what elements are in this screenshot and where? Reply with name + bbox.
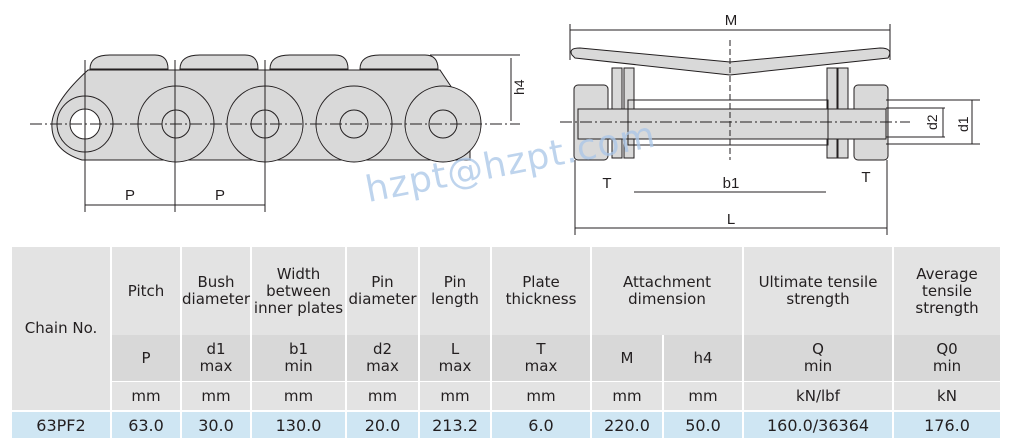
chain-no-header: Chain No. xyxy=(10,247,112,411)
pin-length-label: L xyxy=(727,211,735,228)
technical-drawing: P P h4 M b1 L T T d2 d1 xyxy=(30,12,980,235)
unit: kN/lbf xyxy=(742,381,894,411)
symbol-pitch: P xyxy=(110,335,182,382)
unit: mm xyxy=(590,381,664,411)
symbol: T xyxy=(536,340,546,358)
value-cell: 20.0 xyxy=(345,410,420,438)
symbol: P xyxy=(141,348,151,367)
side-view-dimensions xyxy=(30,54,520,212)
symbol: M xyxy=(620,348,634,367)
bush-diameter-label: d1 xyxy=(955,116,971,132)
col-name-pitch: Pitch xyxy=(110,247,182,335)
qualifier: max xyxy=(524,357,558,375)
value-cell: 6.0 xyxy=(490,410,592,438)
symbol-m: M xyxy=(590,335,664,382)
chain-drawing-svg: P P h4 M b1 L T T d2 d1 xyxy=(30,12,980,235)
value-cell: 30.0 xyxy=(180,410,252,438)
spec-table: Chain No. Pitch Bush diameter Width betw… xyxy=(10,247,1002,438)
value-cell: 50.0 xyxy=(662,410,744,438)
symbol: d1 xyxy=(206,340,226,358)
qualifier: min xyxy=(932,357,962,375)
end-view-dimensions xyxy=(560,24,980,235)
pitch-label-1: P xyxy=(125,187,135,204)
plate-thickness-label-left: T xyxy=(602,175,611,192)
pitch-label-2: P xyxy=(215,187,225,204)
unit: kN xyxy=(892,381,1002,411)
header-row-units: mm mm mm mm mm mm mm mm kN/lbf kN xyxy=(11,381,1002,411)
symbol: L xyxy=(450,340,460,358)
value-cell: 220.0 xyxy=(590,410,664,438)
col-name-width-inner: Width between inner plates xyxy=(250,247,347,335)
symbol: b1 xyxy=(288,340,309,358)
qualifier: min xyxy=(284,357,313,375)
col-name-ultimate-tensile: Ultimate tensile strength xyxy=(742,247,894,335)
unit: mm xyxy=(490,381,592,411)
value-cell: 160.0/36364 xyxy=(742,410,894,438)
table-row: 63PF2 63.0 30.0 130.0 20.0 213.2 6.0 220… xyxy=(10,410,1002,438)
unit: mm xyxy=(662,381,744,411)
unit: mm xyxy=(250,381,347,411)
symbol: Q0 xyxy=(936,340,958,358)
qualifier: max xyxy=(438,357,472,375)
value-cell: 176.0 xyxy=(892,410,1002,438)
col-name-bush-diameter: Bush diameter xyxy=(180,247,252,335)
col-name-pin-length: Pin length xyxy=(418,247,492,335)
symbol-h4: h4 xyxy=(662,335,744,382)
symbol: h4 xyxy=(693,348,713,367)
attachment-width-label: M xyxy=(725,12,738,29)
qualifier: max xyxy=(366,357,399,375)
symbol: d2 xyxy=(372,340,393,358)
value-cell: 63.0 xyxy=(110,410,182,438)
pin-diameter-label: d2 xyxy=(924,114,940,130)
unit: mm xyxy=(180,381,252,411)
height-label: h4 xyxy=(511,79,527,95)
symbol: Q xyxy=(812,340,824,358)
unit: mm xyxy=(110,381,182,411)
plate-thickness-label-right: T xyxy=(861,169,870,186)
col-name-pin-diameter: Pin diameter xyxy=(345,247,420,335)
col-name-average-tensile: Average tensile strength xyxy=(892,247,1002,335)
inner-width-label: b1 xyxy=(723,175,740,192)
chain-no-cell: 63PF2 xyxy=(10,410,112,438)
col-name-plate-thickness: Plate thickness xyxy=(490,247,592,335)
value-cell: 130.0 xyxy=(250,410,347,438)
side-view xyxy=(51,54,482,163)
qualifier: min xyxy=(803,357,833,375)
unit: mm xyxy=(345,381,420,411)
col-name-attachment: Attachment dimension xyxy=(590,247,744,335)
value-cell: 213.2 xyxy=(418,410,492,438)
qualifier: max xyxy=(199,357,233,375)
unit: mm xyxy=(418,381,492,411)
header-row-names: Chain No. Pitch Bush diameter Width betw… xyxy=(10,247,1002,411)
